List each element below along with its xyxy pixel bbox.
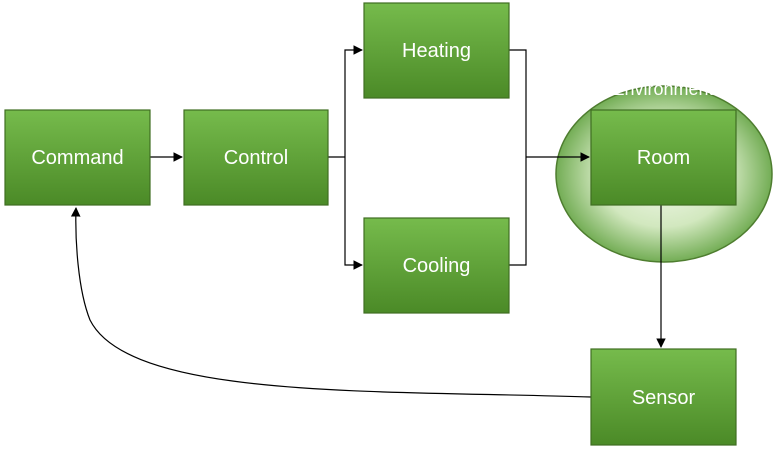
- node-heating: Heating: [363, 2, 510, 99]
- node-command: Command: [4, 109, 151, 206]
- edge-heating-merge: [509, 49, 527, 157]
- edge-sensor-command: [70, 207, 592, 398]
- node-room: Room: [590, 109, 737, 206]
- edge-cooling-merge: [509, 157, 527, 266]
- node-heating-label: Heating: [402, 40, 471, 62]
- edge-split-cooling: [344, 157, 363, 270]
- node-sensor: Sensor: [590, 348, 737, 446]
- node-sensor-label: Sensor: [632, 387, 696, 409]
- node-cooling-label: Cooling: [403, 255, 471, 277]
- edges: [70, 45, 666, 398]
- node-command-label: Command: [31, 147, 123, 169]
- edge-split-heating: [344, 45, 363, 157]
- node-room-label: Room: [637, 147, 690, 169]
- node-control-label: Control: [224, 147, 288, 169]
- node-control: Control: [183, 109, 329, 206]
- environment-label: Environment: [612, 79, 713, 99]
- node-cooling: Cooling: [363, 217, 510, 314]
